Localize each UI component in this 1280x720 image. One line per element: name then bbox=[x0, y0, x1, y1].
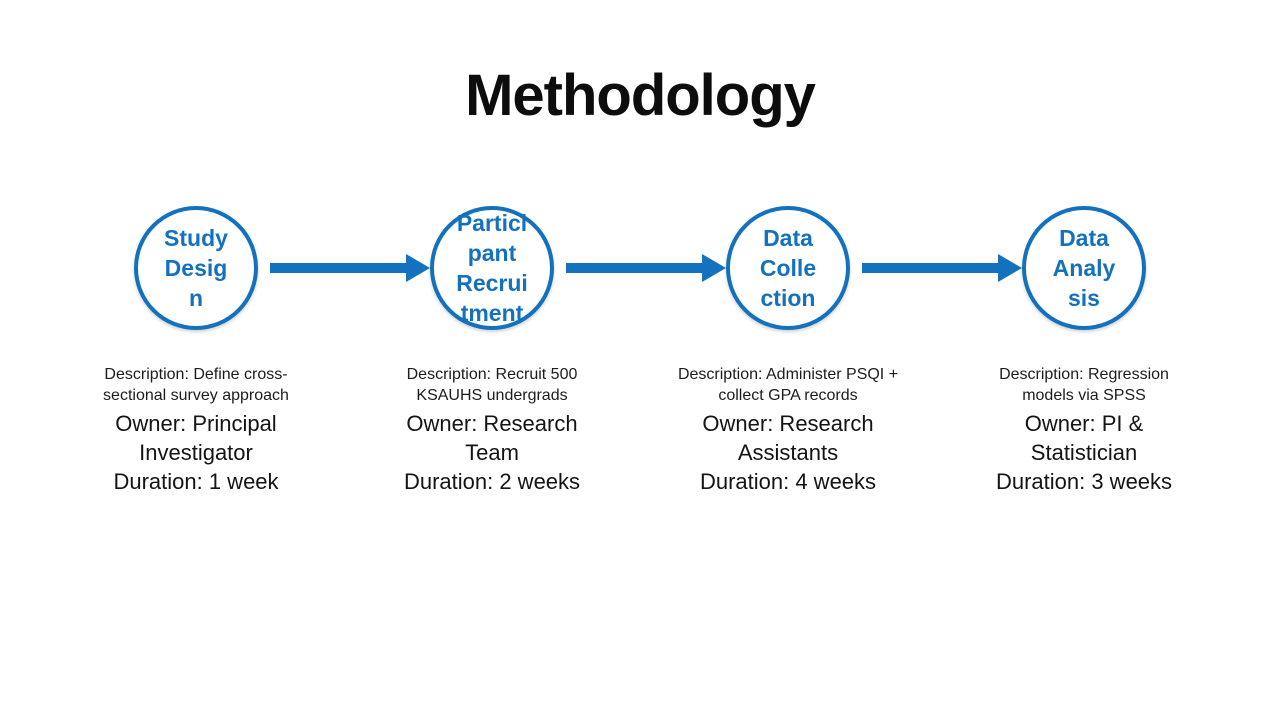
stage-owner: Owner: Research Assistants bbox=[702, 411, 874, 465]
stage-circle-label: Data Analy sis bbox=[1052, 225, 1116, 311]
process-stage: Partici pant Recrui tment Description: R… bbox=[352, 206, 632, 496]
right-arrow-icon bbox=[566, 254, 726, 282]
stage-circle-label: Study Desig n bbox=[164, 225, 228, 311]
stage-circle: Data Colle ction bbox=[726, 206, 850, 330]
stage-circle-label: Partici pant Recrui tment bbox=[456, 210, 528, 326]
process-stage: Data Analy sis Description: Regression m… bbox=[944, 206, 1224, 496]
stage-info: Description: Define cross- sectional sur… bbox=[56, 364, 336, 496]
stage-duration: Duration: 1 week bbox=[113, 469, 279, 494]
stage-description: Description: Recruit 500 KSAUHS undergra… bbox=[406, 366, 578, 404]
stage-description: Description: Regression models via SPSS bbox=[999, 366, 1169, 404]
stage-circle-label: Data Colle ction bbox=[759, 225, 817, 311]
stage-duration: Duration: 2 weeks bbox=[403, 469, 581, 494]
stage-info: Description: Recruit 500 KSAUHS undergra… bbox=[352, 364, 632, 496]
stage-description: Description: Administer PSQI + collect G… bbox=[677, 366, 899, 404]
process-stage: Data Colle ction Description: Administer… bbox=[648, 206, 928, 496]
stage-owner: Owner: Principal Investigator bbox=[115, 411, 277, 465]
stage-circle: Partici pant Recrui tment bbox=[430, 206, 554, 330]
stage-duration: Duration: 4 weeks bbox=[699, 469, 877, 494]
stage-duration: Duration: 3 weeks bbox=[995, 469, 1173, 494]
stage-owner: Owner: Research Team bbox=[406, 411, 578, 465]
stage-description: Description: Define cross- sectional sur… bbox=[103, 366, 289, 404]
stage-info: Description: Regression models via SPSS … bbox=[944, 364, 1224, 496]
right-arrow-icon bbox=[862, 254, 1022, 282]
stage-info: Description: Administer PSQI + collect G… bbox=[648, 364, 928, 496]
stage-owner: Owner: PI & Statistician bbox=[1024, 411, 1144, 465]
stage-circle: Data Analy sis bbox=[1022, 206, 1146, 330]
right-arrow-icon bbox=[270, 254, 430, 282]
stage-circle: Study Desig n bbox=[134, 206, 258, 330]
slide-title: Methodology bbox=[465, 63, 816, 128]
process-stage: Study Desig n Description: Define cross-… bbox=[56, 206, 336, 496]
